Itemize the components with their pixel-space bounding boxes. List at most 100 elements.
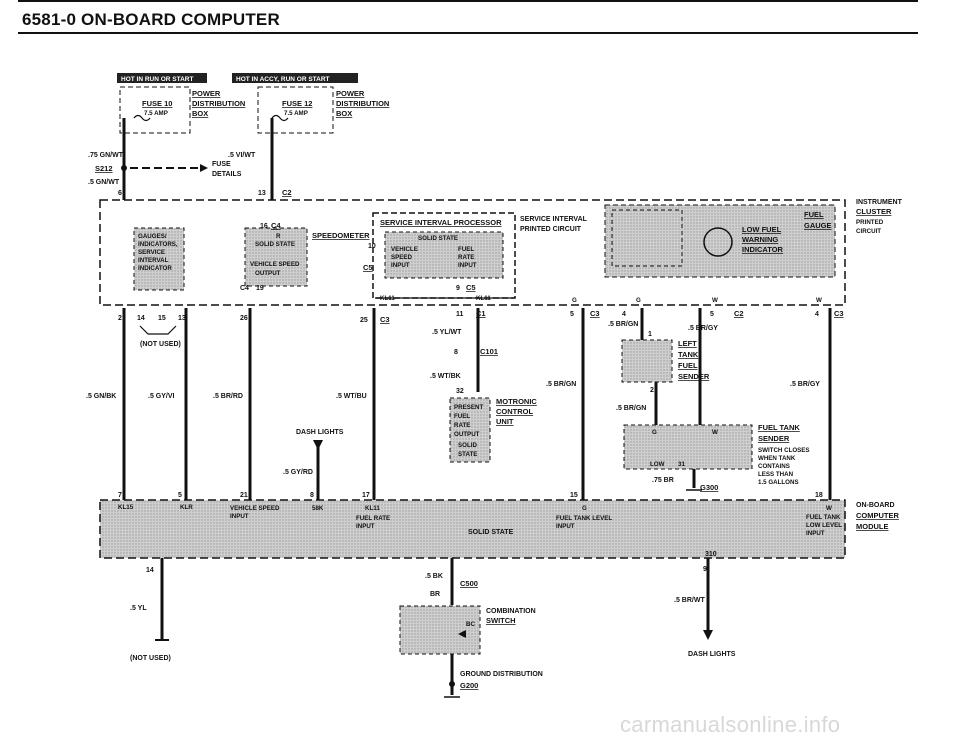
- si-pc-2: PRINTED CIRCUIT: [520, 226, 582, 233]
- obc-vspeed-1: VEHICLE SPEED: [230, 505, 280, 512]
- lbl-bc: BC: [466, 621, 475, 628]
- mot-fuel: FUEL: [454, 413, 470, 420]
- pin19: 19: [256, 285, 264, 292]
- label-s212: S212: [95, 164, 113, 173]
- motronic-2: CONTROL: [496, 407, 533, 416]
- lbl-brgy1: .5 BR/GY: [688, 325, 718, 332]
- motronic-3: UNIT: [496, 417, 514, 426]
- gauges-4: INTERVAL: [138, 257, 169, 264]
- fuse12-box: [257, 86, 334, 134]
- obc-fuel-rate-2: INPUT: [356, 523, 375, 530]
- cluster-label-3: PRINTED: [856, 219, 884, 226]
- obc-name-2: COMPUTER: [856, 511, 900, 520]
- sip-vehicle: VEHICLE: [391, 246, 418, 253]
- pin13: 13: [258, 190, 266, 197]
- lbl-75br: .75 BR: [652, 477, 674, 484]
- indicator: INDICATOR: [742, 245, 784, 254]
- pin25: 25: [360, 317, 368, 324]
- fuse10-symbol: [133, 114, 151, 122]
- hot-accy-banner: [232, 73, 358, 83]
- obc-ftl-g: G: [582, 505, 587, 512]
- obc-ftli-1: FUEL TANK: [806, 514, 841, 521]
- title-rule: [18, 32, 918, 34]
- obc-klr: KLR: [180, 504, 193, 511]
- sip-solid-state-box: [384, 231, 504, 279]
- lbl-brgn3: .5 BR/GN: [616, 405, 646, 412]
- mot-output: OUTPUT: [454, 431, 480, 438]
- label-5-viwt: .5 VI/WT: [228, 152, 256, 159]
- lbl-not-used-bottom: (NOT USED): [130, 655, 171, 662]
- gauges-3: SERVICE: [138, 249, 165, 256]
- obc-p5: 5: [178, 492, 182, 499]
- lbl-gnbk: .5 GN/BK: [86, 393, 116, 400]
- fuse-details-2: DETAILS: [212, 171, 242, 178]
- fts-w: W: [712, 429, 718, 436]
- fuel-tank-1: FUEL TANK: [758, 423, 800, 432]
- obc-kl11: KL11: [365, 505, 380, 512]
- lbl-wtbu: .5 WT/BU: [336, 393, 367, 400]
- pin4b: 4: [815, 311, 819, 318]
- low-fuel: LOW FUEL: [742, 225, 782, 234]
- switch-3: CONTAINS: [758, 463, 790, 470]
- obc-p310: 310: [705, 551, 717, 558]
- w1: W: [712, 297, 718, 304]
- g300: G300: [700, 483, 718, 492]
- warning-indicator-symbol: [703, 227, 733, 257]
- c3c: C3: [834, 309, 844, 318]
- distribution2: DISTRIBUTION: [336, 99, 389, 108]
- switch-5: 1.5 GALLONS: [758, 479, 799, 486]
- obc-p21: 21: [240, 492, 248, 499]
- pin15: 15: [158, 315, 166, 322]
- fuel-gauge-inner: [611, 209, 683, 267]
- mot-solid: SOLID: [458, 442, 477, 449]
- mot-state: STATE: [458, 451, 477, 458]
- lbl-br: BR: [430, 591, 440, 598]
- g2: G: [636, 297, 641, 304]
- pin11: 11: [456, 311, 464, 318]
- speedometer-box: [244, 227, 308, 287]
- hot-run-start-label: HOT IN RUN OR START: [121, 76, 193, 83]
- sip-fuel: FUEL: [458, 246, 474, 253]
- pin4: 4: [622, 311, 626, 318]
- pin8: 8: [454, 349, 458, 356]
- lbl-5yl: .5 YL: [130, 605, 147, 612]
- obc-ftli-w: W: [826, 505, 832, 512]
- power1: POWER: [192, 89, 221, 98]
- lbl-gyvi: .5 GY/VI: [148, 393, 175, 400]
- switch-4: LESS THAN: [758, 471, 794, 478]
- not-used-bracket: [139, 325, 177, 335]
- splice-s212: [121, 165, 127, 171]
- lbl-gyrd: .5 GY/RD: [283, 469, 313, 476]
- c3a: C3: [380, 315, 390, 324]
- hot-accy-label: HOT IN ACCY, RUN OR START: [236, 76, 330, 83]
- warning: WARNING: [742, 235, 778, 244]
- pin10: 10: [368, 243, 376, 250]
- kl11-b: KL11: [476, 295, 491, 302]
- left-tank-4: SENDER: [678, 372, 710, 381]
- box1: BOX: [192, 109, 208, 118]
- cluster-label-2: CLUSTER: [856, 207, 892, 216]
- pin-r: R: [276, 233, 281, 240]
- pin1: 1: [648, 331, 652, 338]
- lbl-brgn1: .5 BR/GN: [546, 381, 576, 388]
- g1: G: [572, 297, 577, 304]
- hot-run-start-banner: [117, 73, 207, 83]
- fuse12-symbol: [271, 114, 289, 122]
- c2-label: C2: [282, 188, 292, 197]
- fuse12-label: FUSE 12: [282, 99, 312, 108]
- speedo-vehicle-speed: VEHICLE SPEED: [250, 261, 300, 268]
- lbl-brgy2: .5 BR/GY: [790, 381, 820, 388]
- obc-p8: 8: [310, 492, 314, 499]
- box2: BOX: [336, 109, 352, 118]
- obc-ftli-2: LOW LEVEL: [806, 522, 842, 529]
- brwt-arrow: [703, 630, 713, 640]
- obc-p15: 15: [570, 492, 578, 499]
- c101: C101: [480, 347, 498, 356]
- label-5-gnwt: .5 GN/WT: [88, 179, 120, 186]
- fts-g: G: [652, 429, 657, 436]
- fuse-details-1: FUSE: [212, 161, 231, 168]
- sip-solid-state: SOLID STATE: [418, 235, 458, 242]
- c3b: C3: [590, 309, 600, 318]
- switch-2: WHEN TANK: [758, 455, 796, 462]
